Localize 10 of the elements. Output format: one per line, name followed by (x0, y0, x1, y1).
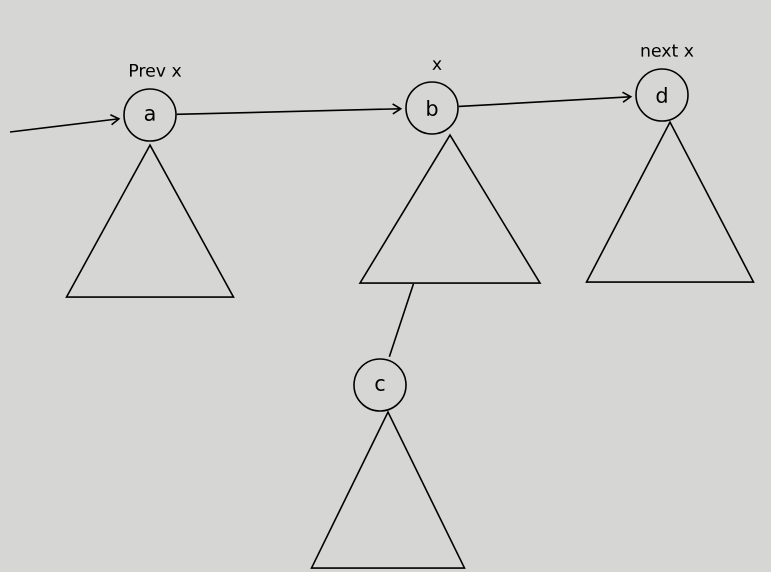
arrow (176, 103, 402, 116)
node-caption: next x (642, 44, 694, 57)
circle-node: a (123, 88, 177, 142)
node-caption: x (432, 60, 442, 70)
circle-node: c (353, 358, 407, 412)
arrow (458, 92, 632, 108)
circle-node: b (405, 81, 459, 135)
arrow (10, 114, 120, 133)
node-caption: Prev x (130, 64, 182, 77)
circle-node: d (635, 68, 689, 122)
